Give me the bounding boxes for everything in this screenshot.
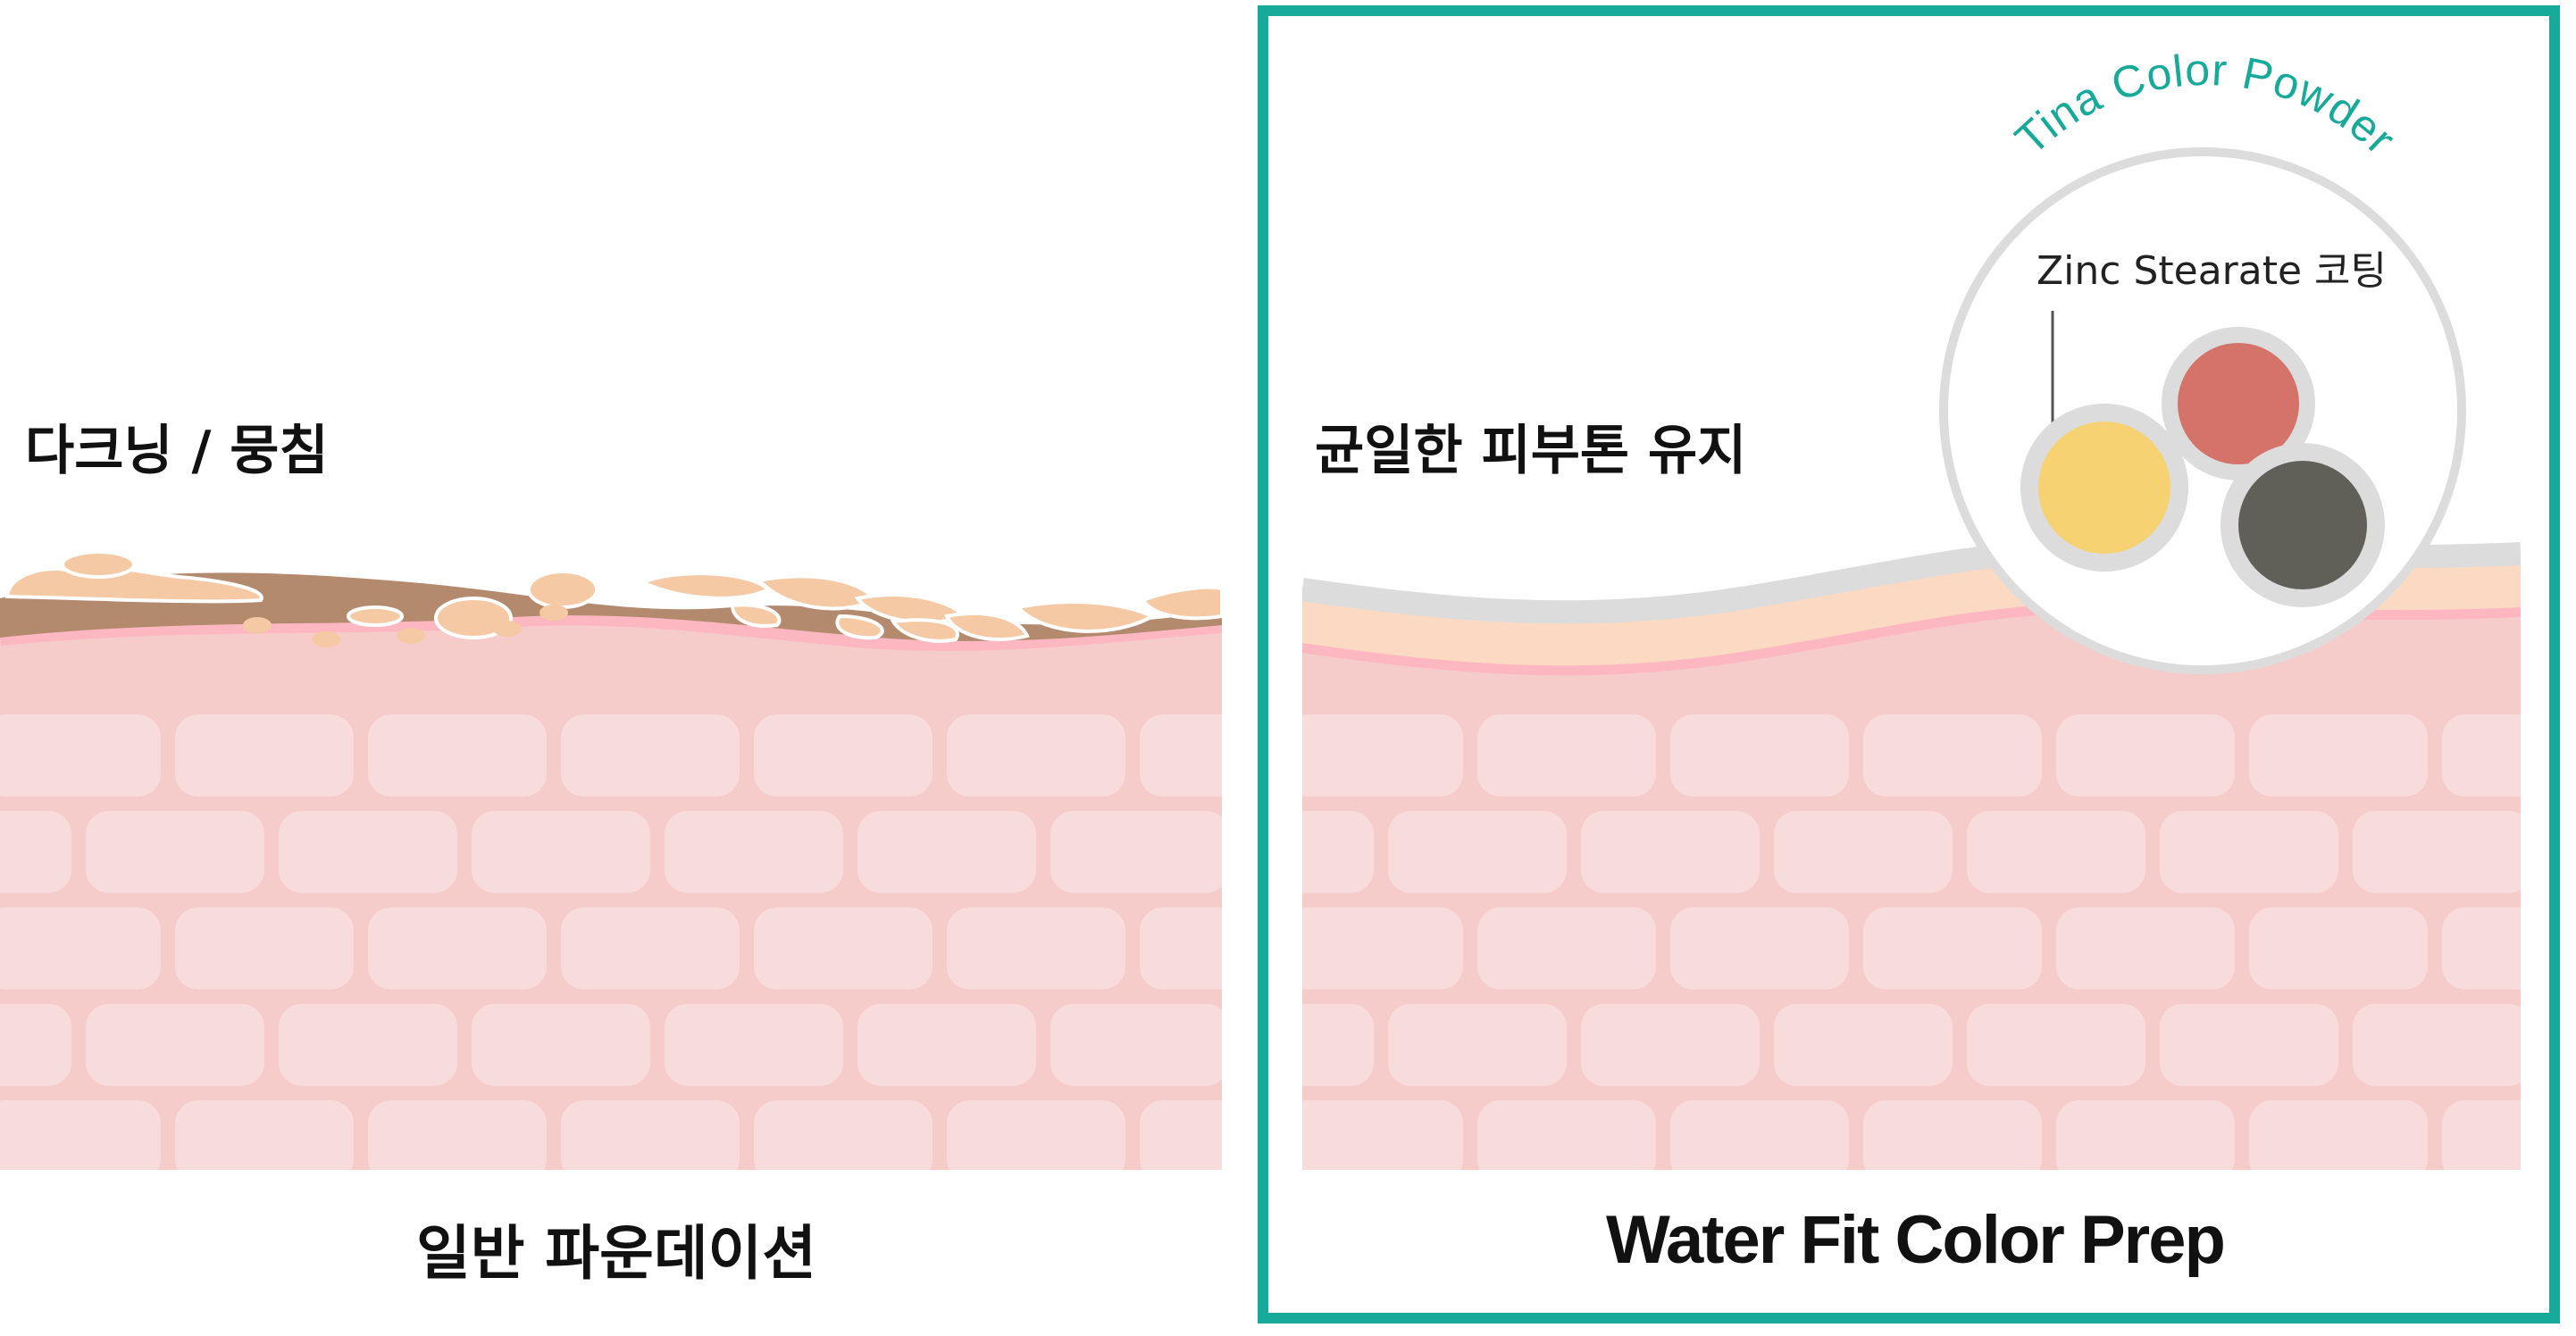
skin-cell [1774,1004,1953,1086]
skin-cell [368,714,547,797]
left-skin-cells [0,714,1222,1170]
left-powder-clumps [4,550,1222,643]
skin-cell [1863,1100,2042,1170]
skin-cell [1302,1004,1374,1086]
skin-cell [1140,1100,1222,1170]
skin-cell [1774,811,1953,893]
skin-cell [2353,811,2521,893]
skin-cell [1863,907,2042,989]
skin-cell [175,714,354,797]
skin-cell [947,907,1125,989]
left-caption: 일반 파운데이션 [415,1219,817,1288]
skin-cell [1302,714,1463,797]
left-status-label: 다크닝 / 뭉침 [25,420,329,482]
skin-cell [2056,1100,2235,1170]
skin-cell [1581,811,1760,893]
skin-cell [2249,714,2428,797]
skin-cell [947,1100,1125,1170]
skin-cell [2442,714,2521,797]
skin-cell [1388,1004,1567,1086]
skin-cell [279,811,457,893]
skin-cell [0,1004,71,1086]
skin-cell [175,907,354,989]
right-status-label: 균일한 피부톤 유지 [1315,420,1747,482]
coating-label: Zinc Stearate 코팅 [2037,248,2387,294]
skin-cell [2442,1100,2521,1170]
powder-zoom-circle [1939,147,2466,674]
skin-cell [561,1100,740,1170]
skin-cell [561,907,740,989]
skin-cell [2353,1004,2521,1086]
right-caption: Water Fit Color Prep [1606,1202,2226,1278]
skin-cell [368,907,547,989]
skin-cell [754,714,933,797]
left-panel: 다크닝 / 뭉침 일반 파운데이션 [0,0,1233,1336]
skin-cell [0,714,161,797]
skin-cell [1477,1100,1656,1170]
skin-cell [1670,1100,1849,1170]
skin-cell [561,714,740,797]
skin-cell [2160,811,2338,893]
skin-cell [279,1004,457,1086]
powder-arc-label: Tina Color Powder [2006,45,2406,164]
skin-cell [1863,714,2042,797]
skin-cell [1670,714,1849,797]
skin-cell [1050,811,1222,893]
skin-cell [1140,714,1222,797]
left-skin-illustration [0,550,1222,1170]
right-skin-cells [1302,714,2521,1170]
skin-cell [665,811,843,893]
skin-cell [1140,907,1222,989]
skin-cell [2249,1100,2428,1170]
skin-cell [754,1100,933,1170]
skin-cell [0,1100,161,1170]
skin-cell [857,811,1036,893]
skin-cell [1477,714,1656,797]
skin-cell [0,907,161,989]
skin-cell [2056,907,2235,989]
skin-cell [754,907,933,989]
skin-cell [0,811,71,893]
skin-cell [1967,811,2145,893]
left-powder-particles [243,605,568,647]
skin-cell [2056,714,2235,797]
skin-cell [1302,811,1374,893]
skin-cell [1302,1100,1463,1170]
skin-cell [1302,907,1463,989]
skin-cell [2249,907,2428,989]
skin-cell [947,714,1125,797]
skin-cell [86,811,264,893]
skin-cell [86,1004,264,1086]
skin-cell [1581,1004,1760,1086]
skin-cell [2442,907,2521,989]
skin-cell [368,1100,547,1170]
skin-cell [472,811,650,893]
skin-cell [1967,1004,2145,1086]
skin-cell [665,1004,843,1086]
skin-cell [1388,811,1567,893]
skin-cell [175,1100,354,1170]
skin-cell [1670,907,1849,989]
skin-cell [2160,1004,2338,1086]
skin-cell [1050,1004,1222,1086]
skin-cell [857,1004,1036,1086]
skin-cell [1477,907,1656,989]
skin-cell [472,1004,650,1086]
